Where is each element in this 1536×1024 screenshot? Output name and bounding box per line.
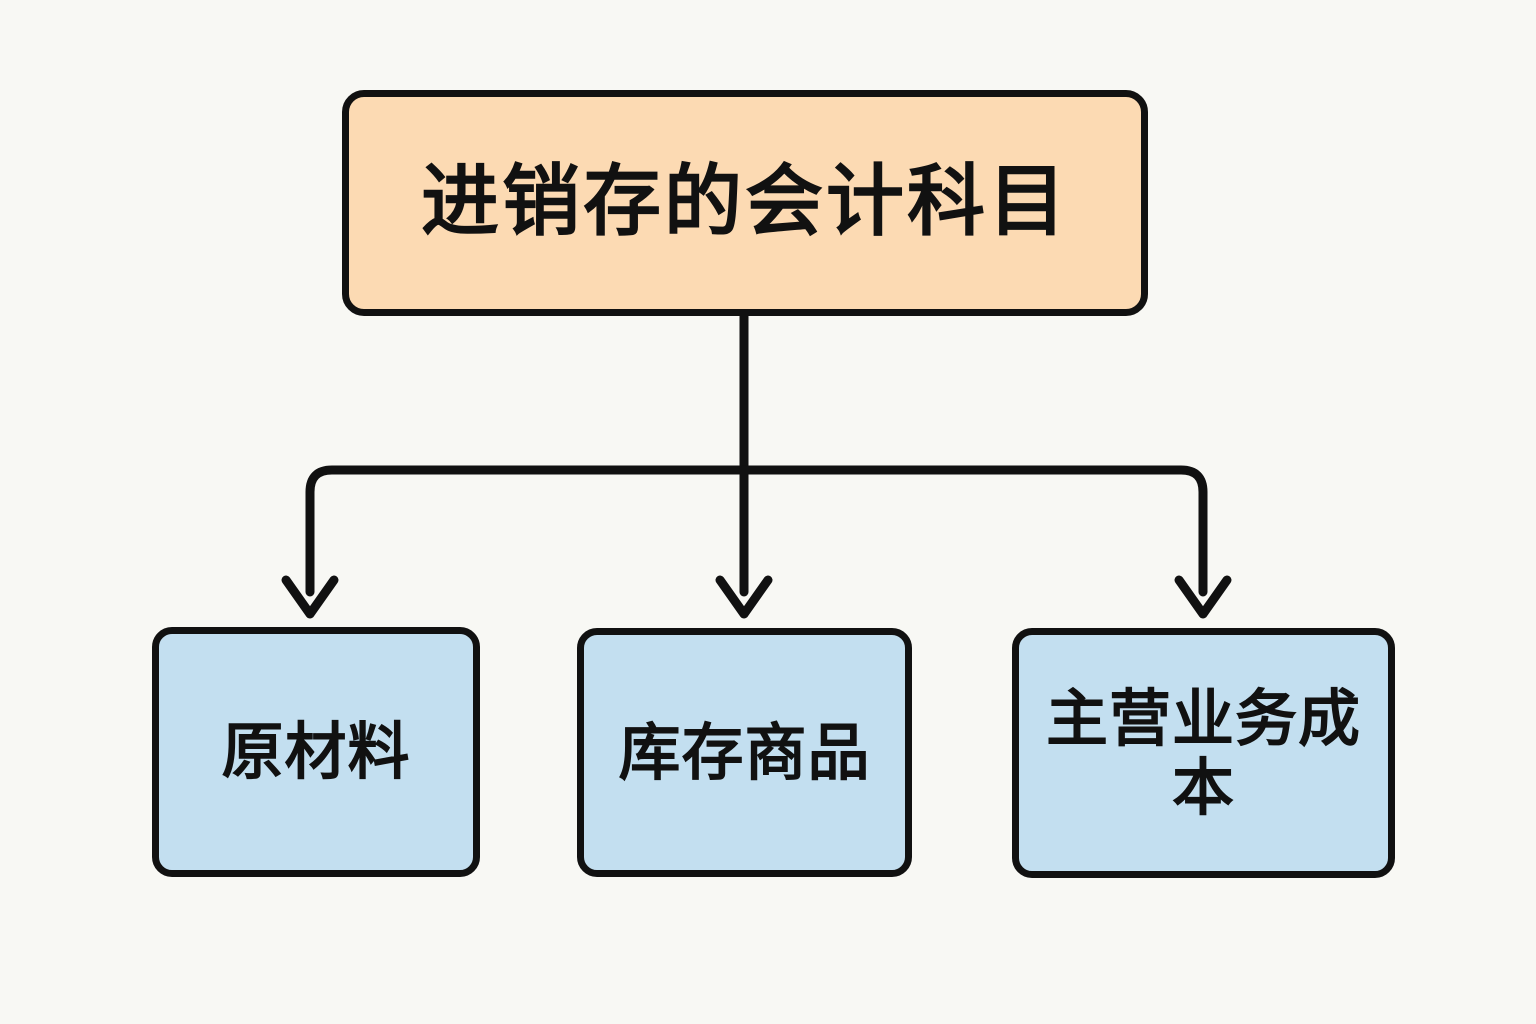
node-root-label: 进销存的会计科目 xyxy=(420,157,1069,248)
node-child-main-business-cost[interactable]: 主营业务成本 xyxy=(1012,628,1395,878)
node-child-label: 主营业务成本 xyxy=(1045,681,1361,824)
connector-bus-right xyxy=(739,465,1208,597)
node-root[interactable]: 进销存的会计科目 xyxy=(342,90,1148,316)
node-child-raw-materials[interactable]: 原材料 xyxy=(152,627,480,877)
arrowhead-left xyxy=(281,575,339,619)
arrowhead-middle xyxy=(715,575,773,619)
connector-bus-left xyxy=(305,465,749,597)
arrowhead-right xyxy=(1174,575,1232,619)
node-child-inventory-goods[interactable]: 库存商品 xyxy=(577,628,912,877)
node-child-label: 原材料 xyxy=(221,715,411,789)
node-child-label: 库存商品 xyxy=(618,715,871,789)
